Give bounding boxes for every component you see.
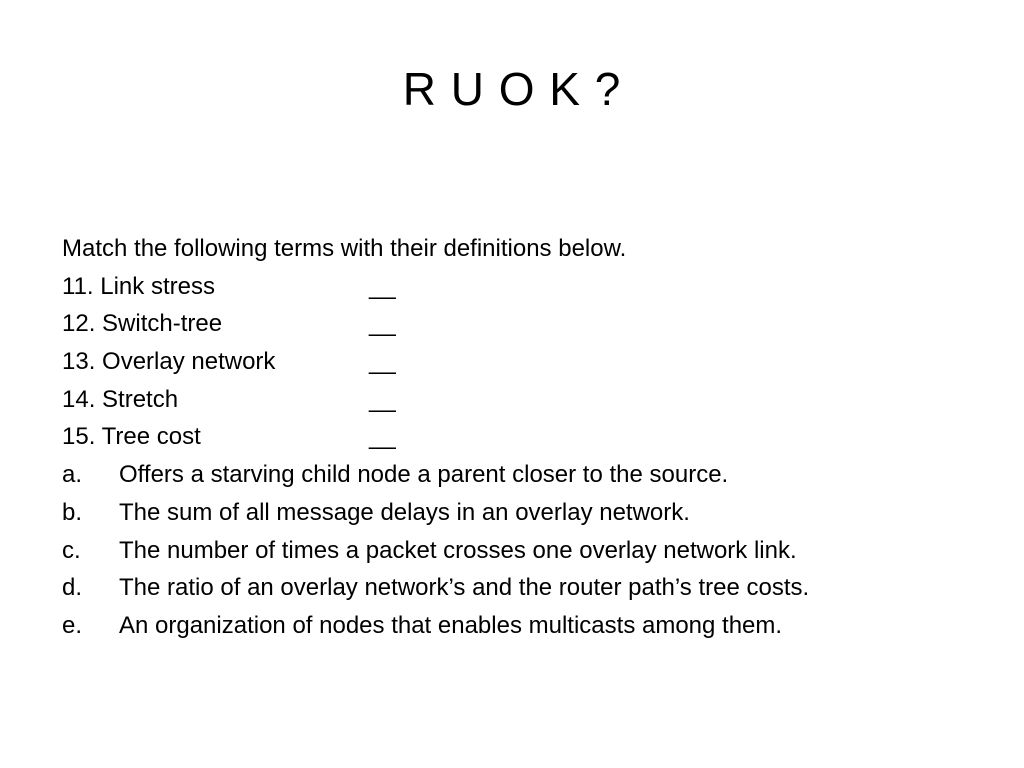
term-label: 13. Overlay network: [62, 348, 276, 376]
definition-marker: e.: [62, 611, 83, 639]
definition-text: The sum of all message delays in an over…: [119, 498, 690, 526]
term-label: 15. Tree cost: [62, 423, 201, 451]
definition-item: d. The ratio of an overlay network’s and…: [62, 569, 982, 607]
term-item: 13. Overlay network __: [62, 343, 982, 381]
definition-marker: d.: [62, 574, 83, 602]
term-item: 14. Stretch __: [62, 381, 982, 419]
answer-blank: __: [369, 310, 396, 338]
answer-blank: __: [369, 348, 396, 376]
definition-item: a. Offers a starving child node a parent…: [62, 456, 982, 494]
slide-body: Match the following terms with their def…: [62, 230, 982, 645]
definition-text: The number of times a packet crosses one…: [119, 536, 797, 564]
instruction-text: Match the following terms with their def…: [62, 235, 627, 262]
term-label: 14. Stretch: [62, 385, 179, 413]
definition-marker: c.: [62, 536, 81, 564]
term-item: 11. Link stress __: [62, 268, 982, 306]
answer-blank: __: [369, 385, 396, 413]
definition-item: c. The number of times a packet crosses …: [62, 532, 982, 570]
definition-text: The ratio of an overlay network’s and th…: [119, 574, 810, 602]
term-item: 12. Switch-tree __: [62, 305, 982, 343]
definition-item: e. An organization of nodes that enables…: [62, 607, 982, 645]
definition-item: b. The sum of all message delays in an o…: [62, 494, 982, 532]
definition-text: An organization of nodes that enables mu…: [119, 611, 783, 639]
definition-marker: a.: [62, 461, 83, 489]
answer-blank: __: [369, 423, 396, 451]
slide-title: R U O K ?: [402, 63, 622, 115]
term-label: 12. Switch-tree: [62, 310, 223, 338]
term-label: 11. Link stress: [62, 272, 215, 300]
term-item: 15. Tree cost __: [62, 418, 982, 456]
definition-marker: b.: [62, 498, 83, 526]
definition-text: Offers a starving child node a parent cl…: [119, 461, 729, 489]
answer-blank: __: [369, 272, 396, 300]
